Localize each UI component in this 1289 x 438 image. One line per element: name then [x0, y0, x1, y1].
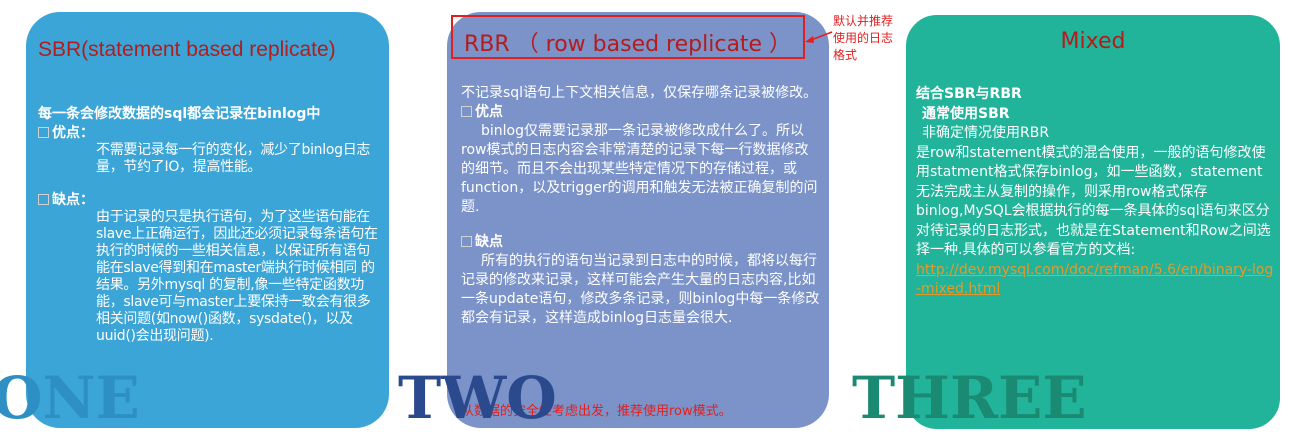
- rbr-pros-label: 优点: [475, 104, 503, 120]
- sbr-card: SBR(statement based replicate) 每一条会修改数据的…: [26, 12, 389, 428]
- mixed-title: Mixed: [1060, 29, 1126, 54]
- label-one: ONE: [0, 364, 140, 432]
- mixed-line2: 通常使用SBR: [922, 105, 1010, 122]
- rbr-pros-heading: 优点: [461, 103, 821, 122]
- annotation-arrow-icon: [805, 31, 833, 43]
- rbr-cons-label: 缺点: [475, 234, 503, 250]
- sbr-cons-heading: 缺点：: [38, 192, 383, 209]
- rbr-pros-text: binlog仅需要记录那一条记录被修改成什么了。所以row模式的日志内容会非常清…: [461, 123, 818, 215]
- rbr-card: 不记录sql语句上下文相关信息，仅保存哪条记录被修改。 优点 binlog仅需要…: [447, 12, 829, 428]
- mixed-body-text: 是row和statement模式的混合使用，一般的语句修改使用statment格…: [916, 144, 1271, 259]
- sbr-intro: 每一条会修改数据的sql都会记录在binlog中: [38, 106, 321, 122]
- rbr-title-highlight-box: [451, 15, 805, 59]
- mixed-card: Mixed 结合SBR与RBR 通常使用SBR 非确定情况使用RBR 是row和…: [903, 12, 1283, 432]
- label-two: TWO: [398, 364, 557, 432]
- rbr-cons-heading: 缺点: [461, 233, 821, 252]
- sbr-cons-label: 缺点：: [52, 192, 94, 208]
- rbr-intro: 不记录sql语句上下文相关信息，仅保存哪条记录被修改。: [461, 85, 818, 101]
- rbr-body: 不记录sql语句上下文相关信息，仅保存哪条记录被修改。 优点 binlog仅需要…: [461, 84, 821, 419]
- sbr-pros-text: 不需要记录每一行的变化，减少了binlog日志量，节约了IO，提高性能。: [96, 142, 371, 175]
- rbr-title: RBR （ row based replicate ）: [464, 32, 792, 57]
- label-three: THREE: [852, 364, 1087, 432]
- sbr-cons-text: 由于记录的只是执行语句，为了这些语句能在slave上正确运行，因此还必须记录每条…: [96, 209, 378, 344]
- rbr-annotation: 默认并推荐使用的日志格式: [833, 14, 894, 62]
- bullet-icon: [461, 236, 472, 247]
- mixed-body: 结合SBR与RBR 通常使用SBR 非确定情况使用RBR 是row和statem…: [916, 85, 1276, 300]
- bullet-icon: [38, 127, 49, 138]
- rbr-note: 从数据的安全性考虑出发，推荐使用row模式。: [461, 404, 732, 419]
- sbr-pros-label: 优点：: [52, 125, 94, 141]
- sbr-title: SBR(statement based replicate): [38, 38, 336, 61]
- sbr-pros-heading: 优点：: [38, 125, 383, 142]
- mixed-line1: 结合SBR与RBR: [916, 86, 1022, 102]
- mixed-doc-link[interactable]: http://dev.mysql.com/doc/refman/5.6/en/b…: [916, 261, 1274, 298]
- bullet-icon: [461, 106, 472, 117]
- bullet-icon: [38, 194, 49, 205]
- mixed-line3: 非确定情况使用RBR: [922, 125, 1050, 141]
- sbr-body: 每一条会修改数据的sql都会记录在binlog中 优点： 不需要记录每一行的变化…: [38, 106, 383, 345]
- rbr-cons-text: 所有的执行的语句当记录到日志中的时候，都将以每行记录的修改来记录，这样可能会产生…: [461, 253, 820, 326]
